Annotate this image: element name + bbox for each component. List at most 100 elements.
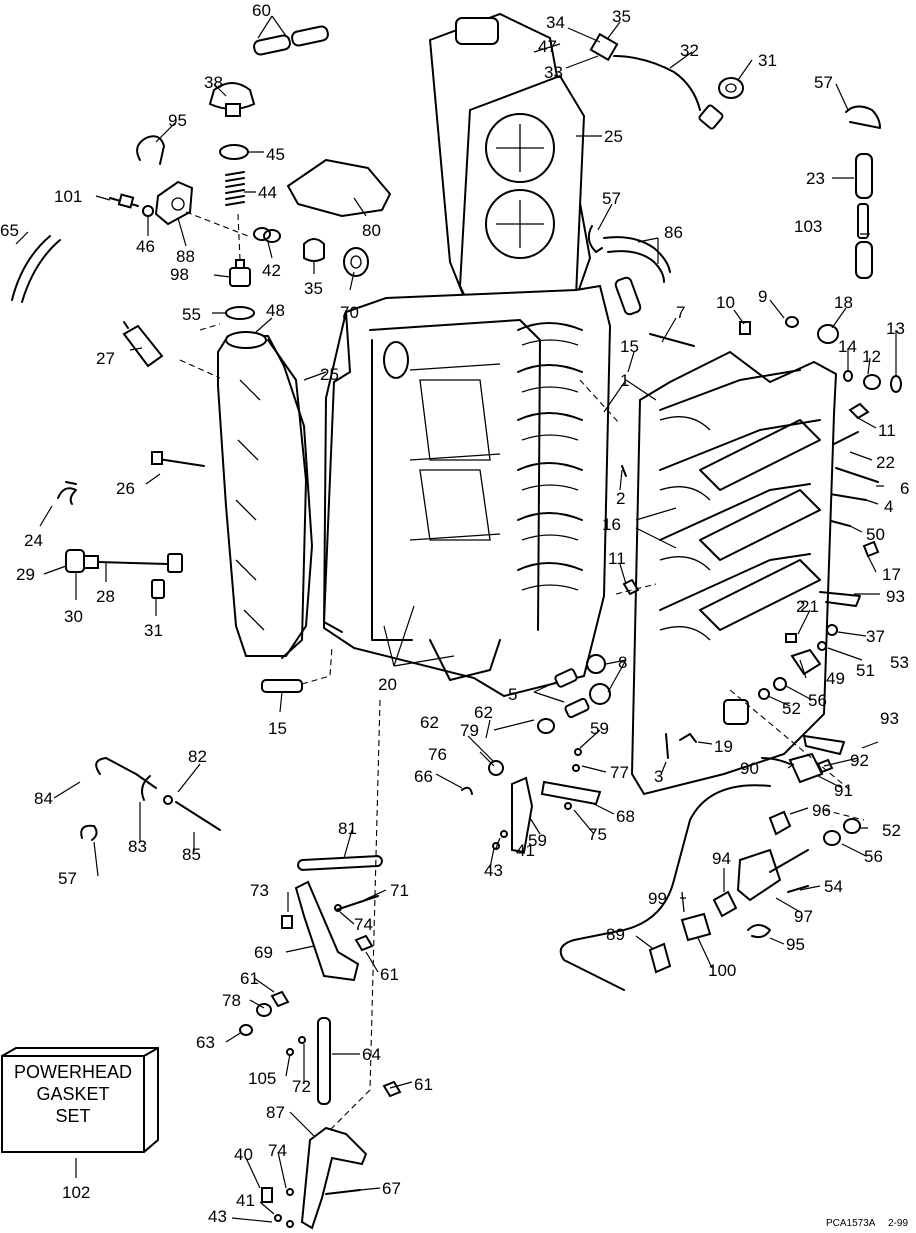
callout-94: 94 <box>712 849 731 868</box>
part-19-pin <box>679 733 697 743</box>
callout-54: 54 <box>824 877 843 896</box>
part-34-sensor <box>589 32 724 130</box>
part-46-washer <box>142 205 154 217</box>
callout-31: 31 <box>144 621 163 640</box>
callout-45: 45 <box>266 145 285 164</box>
callout-25: 25 <box>604 127 623 146</box>
callout-15: 15 <box>268 719 287 738</box>
part-100-bracket <box>680 912 712 942</box>
part-66-clip <box>461 786 473 795</box>
part-24-clip <box>57 481 77 505</box>
callout-35: 35 <box>304 279 323 298</box>
part-7-stud <box>649 333 695 347</box>
footer: PCA1573A 2-99 <box>826 1218 908 1229</box>
part-99-harness <box>559 784 771 991</box>
callout-6: 6 <box>900 479 909 498</box>
callout-93: 93 <box>886 587 905 606</box>
callout-14: 14 <box>838 337 857 356</box>
callout-2: 2 <box>796 597 805 616</box>
callout-91: 91 <box>834 781 853 800</box>
part-68-link <box>540 780 602 806</box>
part-21-screw <box>785 633 797 643</box>
part-97-bracket <box>736 848 809 902</box>
callout-78: 78 <box>222 991 241 1010</box>
callout-21: 21 <box>800 597 819 616</box>
part-11-fitting <box>848 402 870 420</box>
callout-99: 99 <box>648 889 667 908</box>
callout-62: 62 <box>420 713 439 732</box>
part-43-screw-lower <box>286 1220 294 1228</box>
part-38-thermostat <box>208 82 256 117</box>
part-42-insert <box>253 227 281 243</box>
callout-87: 87 <box>266 1103 285 1122</box>
callout-37: 37 <box>866 627 885 646</box>
part-12-fitting <box>863 374 881 390</box>
part-57-clamp-lower <box>80 824 98 841</box>
callout-48: 48 <box>266 301 285 320</box>
gasket-box-line-1: POWERHEAD <box>14 1062 132 1082</box>
drawing-id: PCA1573A <box>826 1218 876 1229</box>
callout-75: 75 <box>588 825 607 844</box>
part-41-nut-lower <box>274 1214 282 1222</box>
callout-35: 35 <box>612 7 631 26</box>
part-83-clip <box>141 775 151 801</box>
callout-15: 15 <box>620 337 639 356</box>
callout-34: 34 <box>546 13 565 32</box>
callout-5: 5 <box>508 685 517 704</box>
callout-53: 53 <box>890 653 909 672</box>
callout-49: 49 <box>826 669 845 688</box>
callout-82: 82 <box>188 747 207 766</box>
part-45-oring <box>219 144 249 160</box>
part-93-link-lower <box>803 735 845 755</box>
callout-64: 64 <box>362 1045 381 1064</box>
part-57-clamp <box>845 105 881 129</box>
part-29-sensor <box>65 549 183 573</box>
callout-50: 50 <box>866 525 885 544</box>
part-62-cap <box>537 718 555 734</box>
callout-40: 40 <box>234 1145 253 1164</box>
callout-69: 69 <box>254 943 273 962</box>
part-64-link <box>317 1017 331 1105</box>
part-31-nut <box>718 77 744 99</box>
callout-18: 18 <box>834 293 853 312</box>
gasket-box-part-number: 102 <box>62 1183 90 1202</box>
callout-96: 96 <box>812 801 831 820</box>
part-18-nut <box>817 324 839 344</box>
callout-103: 103 <box>794 217 822 236</box>
callout-55: 55 <box>182 305 201 324</box>
callout-57: 57 <box>58 869 77 888</box>
part-95-clamp-lower <box>747 924 771 939</box>
part-59-washer <box>574 748 582 756</box>
callout-10: 10 <box>716 293 735 312</box>
callout-68: 68 <box>616 807 635 826</box>
callout-95: 95 <box>168 111 187 130</box>
callout-92: 92 <box>850 751 869 770</box>
part-17-fitting <box>862 540 880 558</box>
part-74-washer <box>334 904 342 912</box>
part-26-bolt <box>151 451 205 467</box>
part-103-fitting <box>855 203 873 279</box>
callout-23: 23 <box>806 169 825 188</box>
part-51-washer <box>817 641 827 651</box>
callout-57: 57 <box>814 73 833 92</box>
part-81-link-rod <box>297 855 383 871</box>
callout-43: 43 <box>208 1207 227 1226</box>
part-56-washer <box>773 677 787 691</box>
callout-89: 89 <box>606 925 625 944</box>
callout-9: 9 <box>758 287 767 306</box>
callout-85: 85 <box>182 845 201 864</box>
part-49-bracket <box>790 648 822 676</box>
part-90-wire <box>761 757 791 765</box>
part-31-connector <box>151 579 165 599</box>
leader-lines <box>15 15 897 1223</box>
part-20-cylinder-block <box>322 284 612 698</box>
part-69-lever <box>294 880 360 982</box>
callout-22: 22 <box>876 453 895 472</box>
part-40-spacer <box>261 1187 273 1203</box>
part-43-screw <box>492 842 500 850</box>
callout-25: 25 <box>320 365 339 384</box>
callout-105: 105 <box>248 1069 276 1088</box>
callout-93: 93 <box>880 709 899 728</box>
callout-29: 29 <box>16 565 35 584</box>
